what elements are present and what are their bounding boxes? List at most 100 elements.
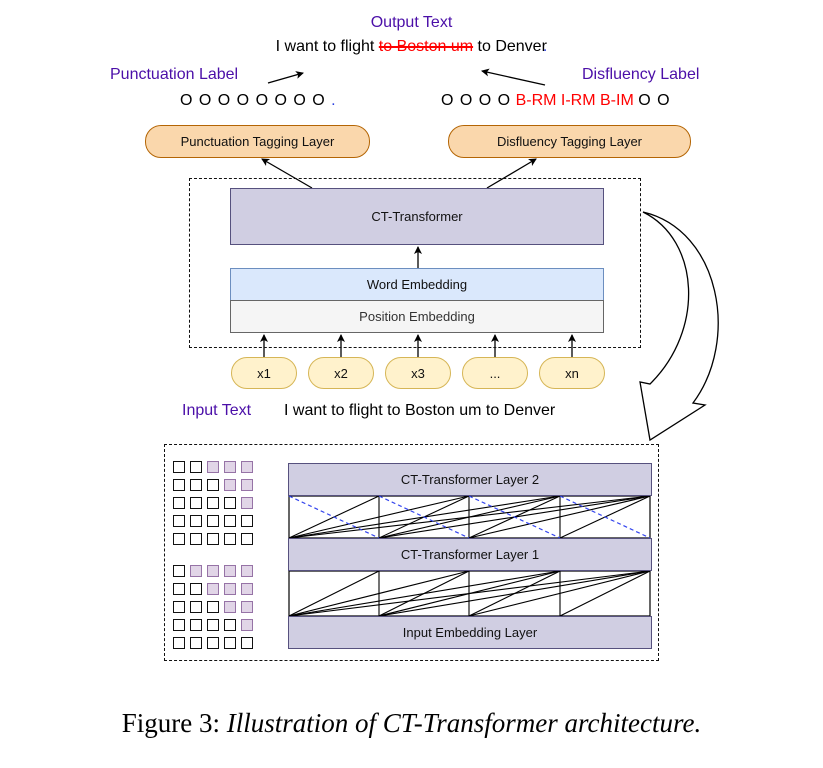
masked-cell — [207, 583, 219, 595]
visible-cell — [224, 515, 236, 527]
masked-cell — [224, 479, 236, 491]
ct-transformer-layer-1: CT-Transformer Layer 1 — [288, 538, 652, 571]
masked-connection — [559, 495, 651, 539]
input-token: x1 — [231, 357, 297, 389]
token-arrows — [260, 334, 576, 357]
masked-cell — [241, 619, 253, 631]
punctuation-tags: O O O O O O O O . — [180, 92, 337, 110]
attention-connection — [468, 495, 651, 539]
masked-cell — [241, 479, 253, 491]
output-sentence: I want to flight to Boston um to Denver. — [0, 38, 823, 56]
disfluency-tags: O O O O B-RM I-RM B-IM O O — [441, 92, 671, 110]
visible-cell — [224, 619, 236, 631]
attention-connection — [378, 570, 470, 617]
ct-transformer-block: CT-Transformer — [230, 188, 604, 245]
visible-cell — [190, 583, 202, 595]
punctuation-label-arrow — [267, 71, 304, 84]
attention-connection — [288, 570, 470, 617]
attention-mask-layer2 — [173, 461, 253, 545]
input-token: x2 — [308, 357, 374, 389]
input-sentence: I want to flight to Boston um to Denver — [284, 402, 556, 419]
attention-mask-layer1 — [173, 565, 253, 649]
output-period: . — [542, 38, 548, 55]
visible-cell — [224, 533, 236, 545]
visible-cell — [190, 515, 202, 527]
visible-cell — [207, 601, 219, 613]
visible-cell — [173, 479, 185, 491]
masked-cell — [207, 461, 219, 473]
visible-cell — [241, 515, 253, 527]
visible-cell — [190, 479, 202, 491]
visible-cell — [190, 637, 202, 649]
visible-cell — [190, 619, 202, 631]
visible-cell — [224, 637, 236, 649]
masked-connection — [468, 495, 561, 539]
input-embedding-layer: Input Embedding Layer — [288, 616, 652, 649]
disfluency-label-heading: Disfluency Label — [582, 66, 700, 83]
output-sentence-suffix: to Denver — [477, 38, 547, 55]
visible-cell — [173, 637, 185, 649]
input-token: ... — [462, 357, 528, 389]
attention-connection — [468, 570, 561, 617]
visible-cell — [207, 497, 219, 509]
masked-cell — [224, 601, 236, 613]
visible-cell — [190, 533, 202, 545]
disfluency-tagging-layer: Disfluency Tagging Layer — [448, 125, 691, 158]
masked-cell — [241, 601, 253, 613]
masked-cell — [207, 565, 219, 577]
disfluency-tag-prefix: O O O O — [441, 92, 512, 109]
masked-cell — [241, 461, 253, 473]
transformer-to-disfluency-arrow — [486, 158, 537, 189]
lower-attention-connections — [288, 570, 651, 617]
visible-cell — [207, 619, 219, 631]
masked-cell — [241, 497, 253, 509]
punctuation-label-heading: Punctuation Label — [110, 66, 239, 83]
attention-connection — [378, 495, 561, 539]
zoom-detail-curved-arrow — [639, 211, 719, 442]
visible-cell — [190, 461, 202, 473]
masked-cell — [241, 565, 253, 577]
input-text-heading: Input Text — [182, 402, 252, 419]
attention-connection — [468, 570, 651, 617]
attention-connection — [378, 570, 561, 617]
attention-connection — [288, 495, 470, 539]
visible-cell — [207, 533, 219, 545]
punctuation-tagging-layer: Punctuation Tagging Layer — [145, 125, 370, 158]
visible-cell — [173, 619, 185, 631]
masked-cell — [190, 565, 202, 577]
visible-cell — [207, 515, 219, 527]
masked-cell — [241, 583, 253, 595]
disfluency-tag-suffix: O O — [638, 92, 671, 109]
output-text-heading: Output Text — [370, 14, 453, 31]
output-sentence-prefix: I want to flight — [275, 38, 375, 55]
masked-cell — [224, 583, 236, 595]
masked-connection — [378, 495, 470, 539]
visible-cell — [173, 461, 185, 473]
punctuation-period-tag: . — [331, 92, 337, 109]
visible-cell — [173, 533, 185, 545]
visible-cell — [207, 637, 219, 649]
position-embedding-block: Position Embedding — [230, 300, 604, 333]
word-embedding-block: Word Embedding — [230, 268, 604, 301]
model-frame — [189, 178, 641, 348]
input-token: x3 — [385, 357, 451, 389]
input-token: xn — [539, 357, 605, 389]
visible-cell — [224, 497, 236, 509]
visible-cell — [190, 601, 202, 613]
punctuation-tag-sequence: O O O O O O O O — [180, 92, 326, 109]
output-removed-words: to Boston um — [378, 38, 474, 55]
visible-cell — [241, 533, 253, 545]
visible-cell — [173, 565, 185, 577]
disfluency-label-arrow — [481, 68, 546, 86]
disfluency-marked-tags: B-RM I-RM B-IM — [515, 92, 634, 109]
visible-cell — [190, 497, 202, 509]
transformer-to-punctuation-arrow — [261, 158, 313, 189]
visible-cell — [207, 479, 219, 491]
attention-connection — [288, 570, 380, 617]
masked-cell — [224, 461, 236, 473]
ct-transformer-layer-2: CT-Transformer Layer 2 — [288, 463, 652, 496]
masked-cell — [224, 565, 236, 577]
attention-connection — [559, 570, 651, 617]
visible-cell — [173, 583, 185, 595]
